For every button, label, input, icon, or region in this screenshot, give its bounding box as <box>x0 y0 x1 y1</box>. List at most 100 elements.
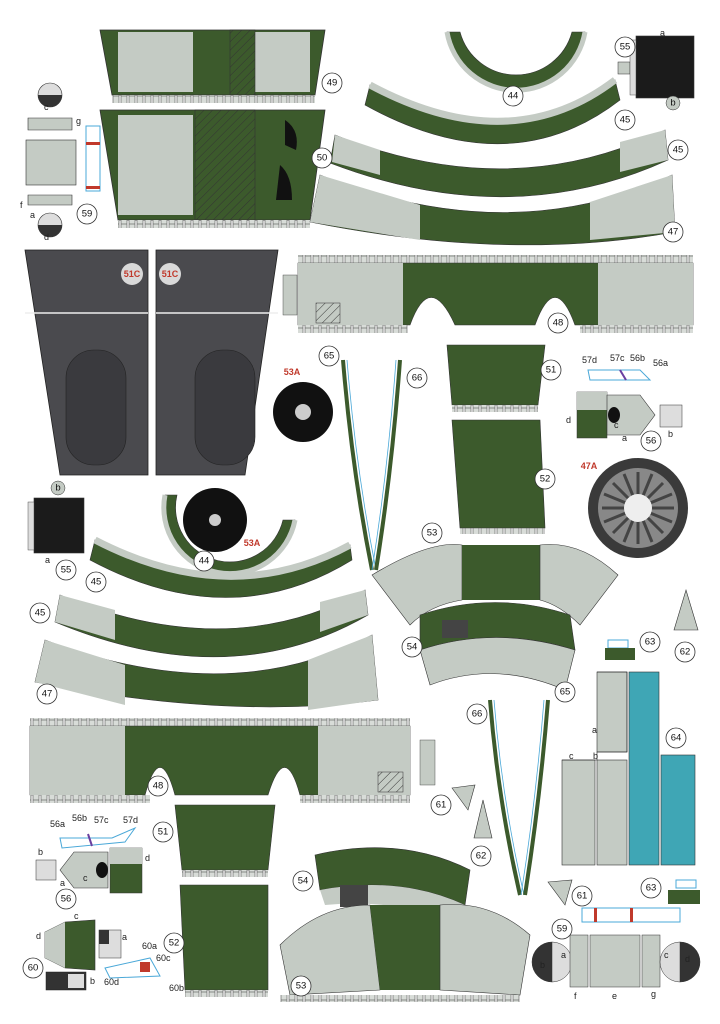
letter-56-b-top: b <box>668 429 673 439</box>
part-62-right <box>673 588 699 631</box>
num-47-mid: 47 <box>42 689 53 700</box>
part-47a-spinner-disc <box>588 458 688 558</box>
num-66-bottom: 66 <box>472 709 483 720</box>
num-56-top: 56 <box>646 436 657 447</box>
letter-55-b-top: b <box>670 98 675 109</box>
badge-55-b-top <box>665 95 681 111</box>
letter-59-c-bottom: c <box>664 950 669 960</box>
label-56a-bottom: 56a <box>50 819 65 829</box>
letter-59-b-bottom: b <box>540 960 545 970</box>
label-57c-top: 57c <box>610 353 625 363</box>
part-51c-right <box>155 249 279 476</box>
part-53-bottom <box>279 904 531 1002</box>
part-51c-left <box>24 249 149 476</box>
label-51c-2-badge <box>159 263 181 285</box>
letter-59-f-bottom: f <box>574 991 577 1001</box>
num-59-top: 59 <box>82 209 93 220</box>
label-circles <box>22 36 696 997</box>
num-47-top: 47 <box>668 227 679 238</box>
label-53a-top: 53A <box>284 367 301 377</box>
num-52-bottom: 52 <box>169 938 180 949</box>
num-61-mid: 61 <box>436 800 447 811</box>
label-53a-mid: 53A <box>244 538 261 548</box>
num-48-top: 48 <box>553 318 564 329</box>
num-63-right: 63 <box>645 637 656 648</box>
part-65-66-strips-bottom <box>488 699 550 896</box>
num-51-top: 51 <box>546 365 557 376</box>
letter-56-a-bottom: a <box>60 878 65 888</box>
part-numbers: 49 50 44 45 45 47 55 a b 59 c g f a d 51… <box>20 28 690 1001</box>
label-57c-bottom: 57c <box>94 815 109 825</box>
letter-60-c: c <box>74 911 79 921</box>
num-45-top-1: 45 <box>620 115 631 126</box>
letter-59-a-top: a <box>30 210 35 220</box>
letter-59-a-bottom: a <box>561 950 566 960</box>
part-53a-disc-mid <box>183 488 247 552</box>
letter-59-e-bottom: e <box>612 991 617 1001</box>
label-60a: 60a <box>142 941 157 951</box>
part-63-bottom <box>668 879 700 904</box>
part-47-mid <box>34 634 379 710</box>
label-47a: 47A <box>581 461 598 471</box>
letter-60-a: a <box>122 932 127 942</box>
part-49 <box>99 29 326 103</box>
label-57d-top: 57d <box>582 355 597 365</box>
num-53-bottom: 53 <box>296 981 307 992</box>
letter-55-a-top: a <box>660 28 665 38</box>
num-45-mid-1: 45 <box>91 577 102 588</box>
part-45-mid-2 <box>54 589 369 658</box>
num-66-top: 66 <box>412 373 423 384</box>
letter-64-a: a <box>592 725 597 735</box>
part-51-bottom <box>174 804 276 877</box>
label-51c-1-badge <box>121 263 143 285</box>
label-51c-1: 51C <box>124 269 141 279</box>
num-44-mid: 44 <box>199 556 210 567</box>
part-48-bottom <box>29 718 436 803</box>
num-54-mid: 54 <box>407 642 418 653</box>
num-60: 60 <box>28 963 39 974</box>
part-61-mid <box>451 784 476 811</box>
part-63-right <box>605 639 635 660</box>
letter-64-b: b <box>593 751 598 761</box>
label-56a-top: 56a <box>653 358 668 368</box>
part-59-top <box>25 82 101 238</box>
letter-60-b: b <box>90 976 95 986</box>
num-56-bottom: 56 <box>61 894 72 905</box>
num-54-bottom: 54 <box>298 876 309 887</box>
num-64: 64 <box>671 733 682 744</box>
letter-64-c: c <box>569 751 574 761</box>
part-56-top <box>576 391 683 439</box>
part-59-bottom <box>531 907 701 988</box>
part-65-66-strips-top <box>341 359 402 571</box>
letter-56-d-top: d <box>566 415 571 425</box>
letter-59-g-bottom: g <box>651 989 656 999</box>
label-56b-bottom: 56b <box>72 813 87 823</box>
part-64-panels <box>561 671 696 866</box>
num-62-right: 62 <box>680 647 691 658</box>
part-52-bottom <box>179 884 269 997</box>
part-50 <box>99 109 326 228</box>
part-62-mid <box>473 799 493 839</box>
part-51-top <box>446 344 546 412</box>
part-47-top <box>309 174 676 246</box>
part-55-mid <box>27 497 85 554</box>
num-45-mid-2: 45 <box>35 608 46 619</box>
label-57d-bottom: 57d <box>123 815 138 825</box>
part-52-top <box>451 419 546 534</box>
letter-56-d-bottom: d <box>145 853 150 863</box>
label-60d: 60d <box>104 977 119 987</box>
part-60-strip <box>104 957 161 979</box>
letter-59-c-top: c <box>44 102 49 112</box>
part-53-mid <box>371 544 619 626</box>
letter-56-a-top: a <box>622 433 627 443</box>
label-56b-top: 56b <box>630 353 645 363</box>
letter-59-d-bottom: d <box>685 954 690 964</box>
label-60b: 60b <box>169 983 184 993</box>
part-57-strip-top <box>587 369 652 381</box>
label-60c: 60c <box>156 953 171 963</box>
letter-59-g-top: g <box>76 116 81 126</box>
num-48-bottom: 48 <box>153 781 164 792</box>
num-44-top: 44 <box>508 91 519 102</box>
num-65-bottom: 65 <box>560 687 571 698</box>
